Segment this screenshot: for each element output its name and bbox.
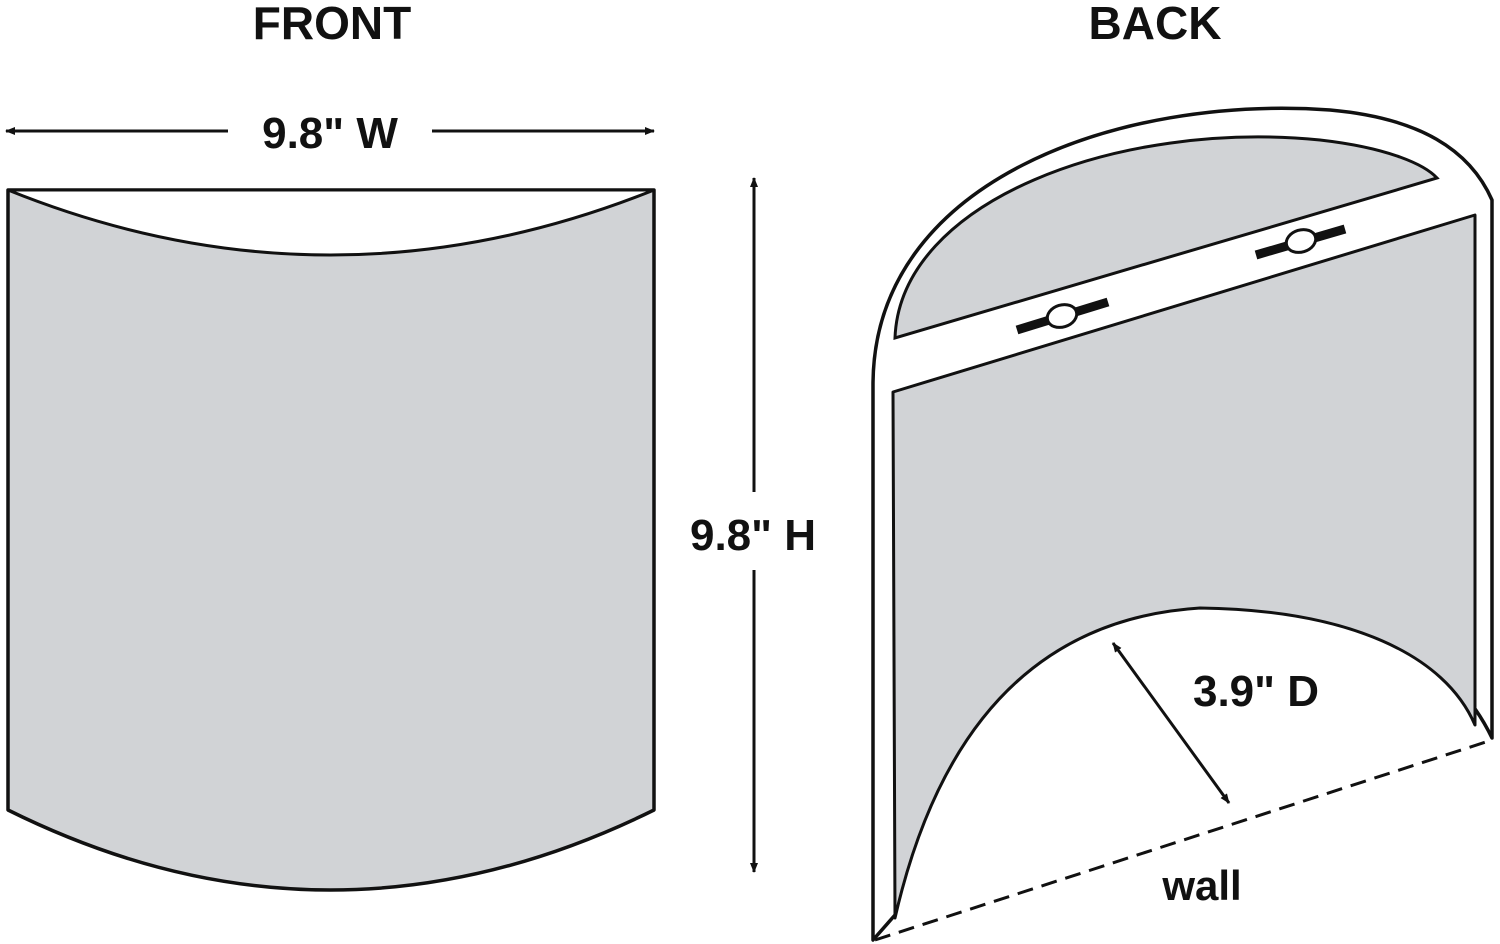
back-view-title: BACK	[1089, 0, 1222, 49]
depth-arrow	[1111, 642, 1231, 804]
mounting-slot-left	[1015, 297, 1110, 335]
front-view-title: FRONT	[253, 0, 411, 49]
wall-dashed-line	[874, 738, 1493, 942]
height-dimension: 9.8" H	[690, 177, 816, 873]
front-shade	[6, 188, 656, 892]
back-shade	[871, 106, 1494, 942]
front-shade-top-opening	[7, 188, 655, 257]
back-inner-panel	[891, 213, 1477, 920]
depth-dimension: 3.9" D	[1111, 642, 1319, 804]
height-label: 9.8" H	[690, 511, 816, 560]
back-top-cap-panel	[893, 135, 1440, 341]
depth-label: 3.9" D	[1193, 667, 1319, 716]
width-dimension: 9.8" W	[5, 109, 655, 158]
mounting-slot-right	[1254, 224, 1347, 260]
front-shade-panel	[6, 188, 656, 892]
width-label: 9.8" W	[262, 109, 398, 158]
wall-label: wall	[1161, 862, 1241, 909]
